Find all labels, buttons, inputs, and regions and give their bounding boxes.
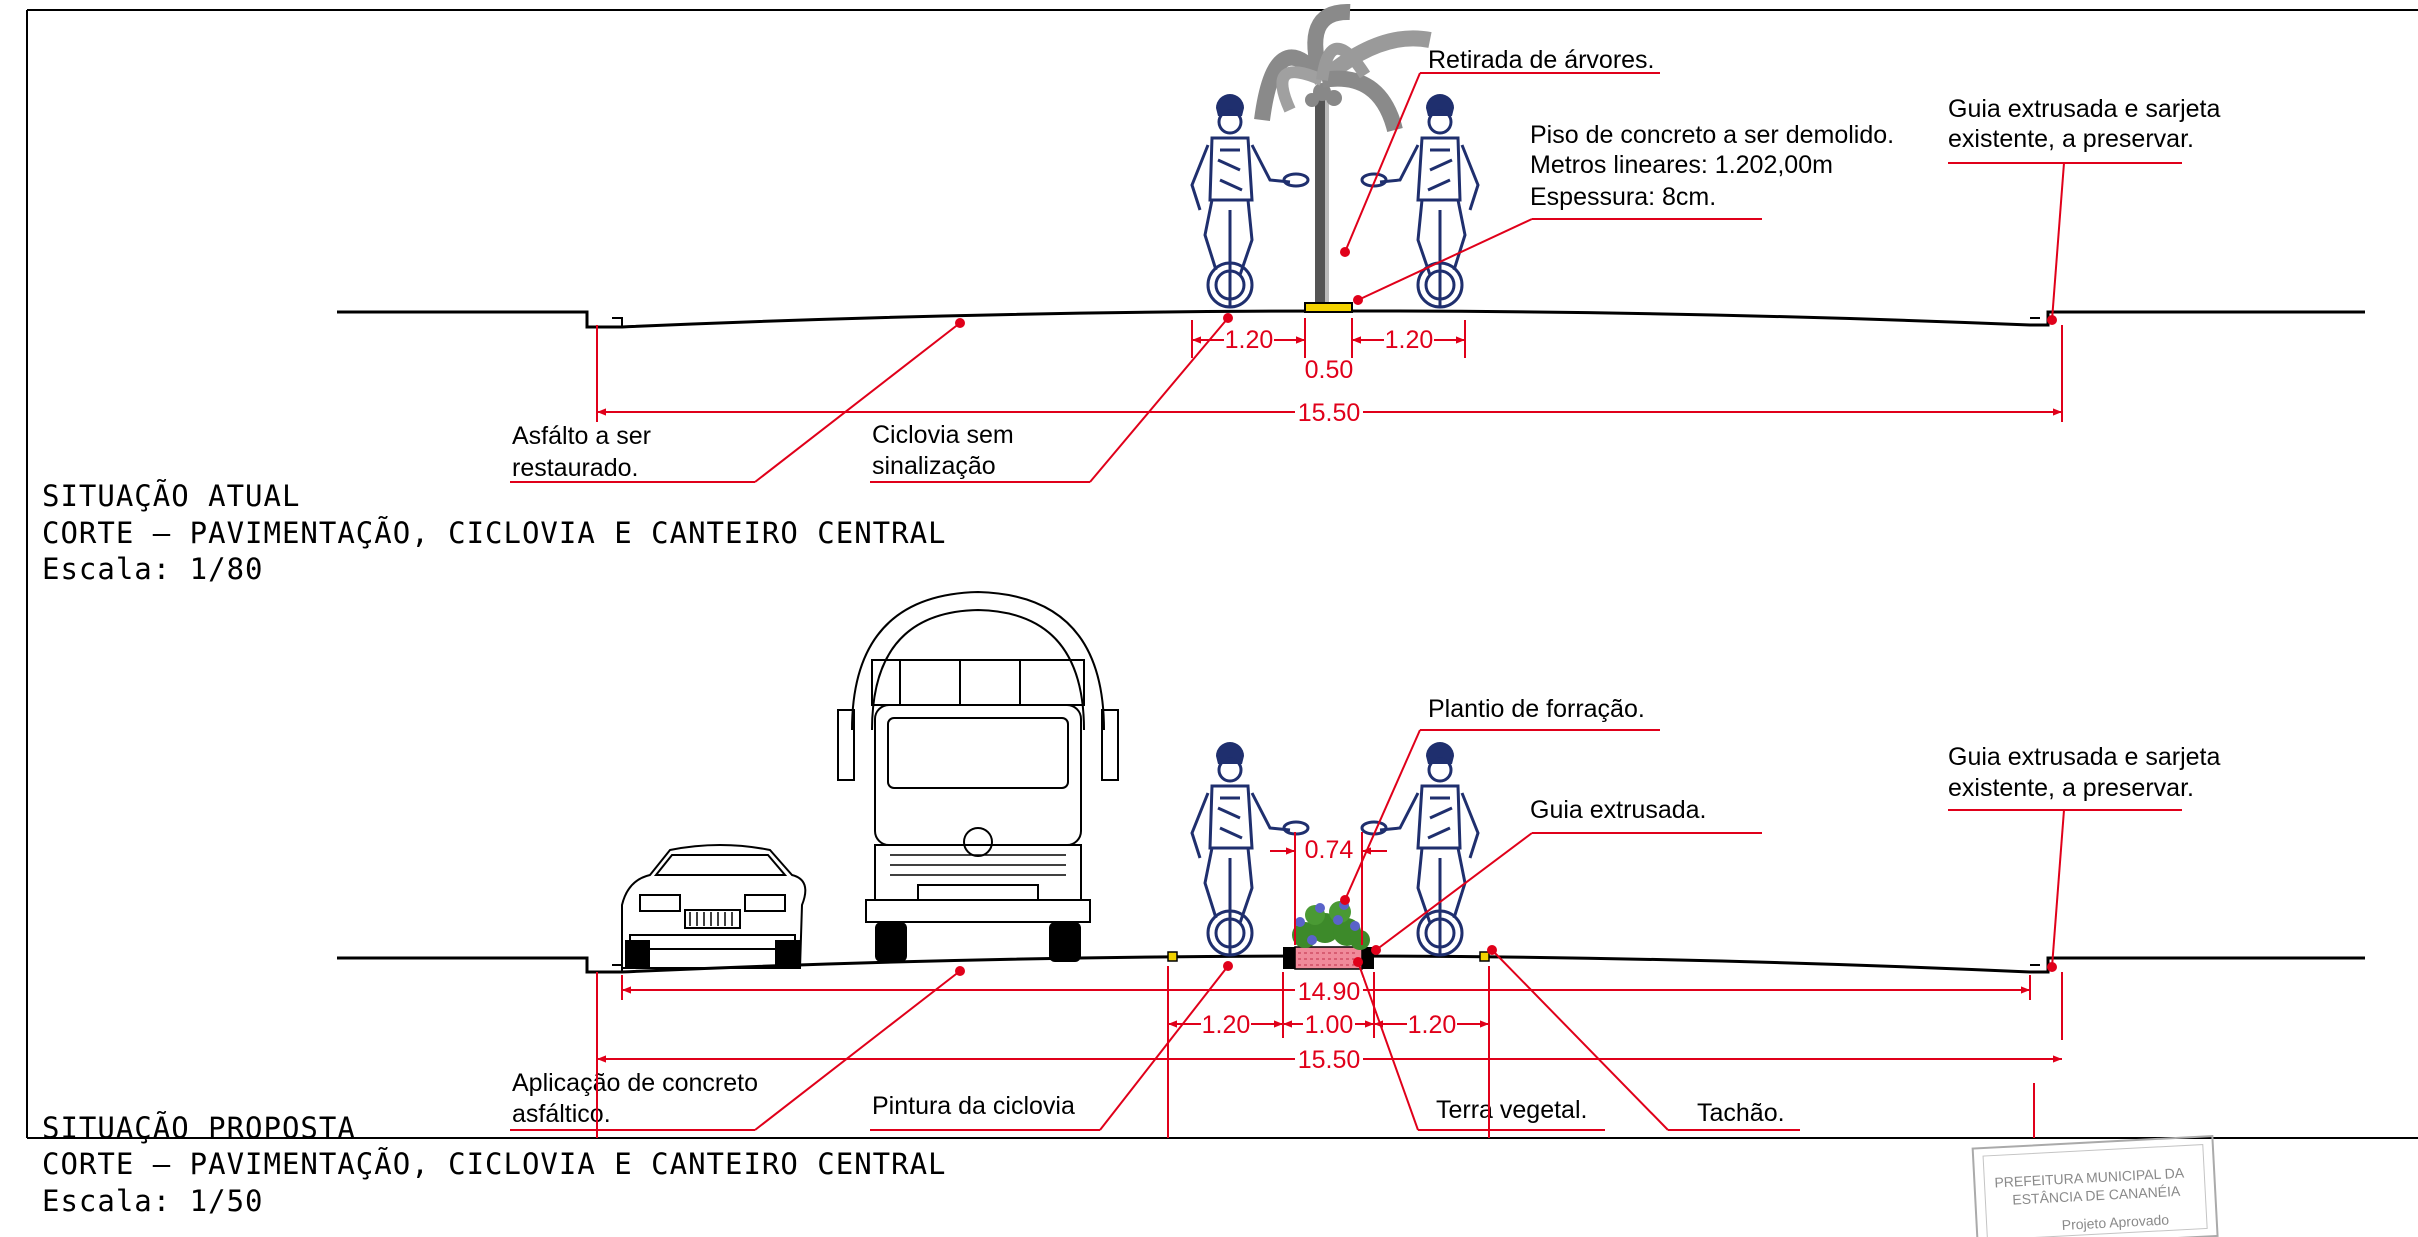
leader-dot [1353,957,1363,967]
leader-dot [955,966,965,976]
leader-line [1375,832,1533,951]
top-curbs [586,312,2049,327]
top-median-concrete [1304,302,1353,313]
label-mask [1295,398,1363,426]
annotation-asphalt-concrete-line1: Aplicação de concreto [512,1069,758,1097]
label-mask [1295,978,1363,1006]
section-title: SITUAÇÃO ATUAL [42,479,300,513]
leader-dot [1371,945,1381,955]
palm-tree-icon [1254,3,1432,305]
leader-line [1344,72,1421,253]
annotation-topsoil: Terra vegetal. [1436,1096,1587,1124]
tachao-left [1167,951,1178,962]
dimension-total: 15.50 [1298,1046,1361,1074]
annotation-asphalt-concrete-line2: asfáltico. [512,1100,611,1128]
truck-icon [837,590,1119,962]
dimension-inner: 14.90 [1298,978,1361,1006]
leader-dot [1340,247,1350,257]
leader-line [1491,949,1669,1131]
annotation-curb-preserve-line1: Guia extrusada e sarjeta [1948,95,2220,123]
dimension-median: 0.50 [1305,356,1354,384]
leader-line [2051,162,2065,321]
dimension-bike-right: 1.20 [1385,326,1434,354]
tachao-right [1479,951,1490,962]
bottom-section: Plantio de forração. Guia extrusada. Gui… [42,590,2365,1218]
section-subtitle: CORTE – PAVIMENTAÇÃO, CICLOVIA E CANTEIR… [42,1147,947,1181]
cyclist-icon [1360,92,1480,310]
leader-dot [1353,295,1363,305]
annotation-bikepath-line2: sinalização [872,452,996,480]
leader-line [754,970,961,1131]
leader-line [1344,729,1421,901]
cyclist-icon [1190,740,1310,958]
section-scale: Escala: 1/80 [42,552,264,586]
leader-dot [2047,315,2057,325]
median-planter [1283,900,1374,970]
annotation-bikepath-line1: Ciclovia sem [872,421,1014,449]
leader-dot [1223,313,1233,323]
annotation-asphalt-line1: Asfálto a ser [512,422,651,450]
label-mask [1407,1010,1457,1038]
annotation-concrete-floor-line3: Espessura: 8cm. [1530,183,1716,211]
annotation-asphalt-line2: restaurado. [512,454,638,482]
top-section: Retirada de árvores. Piso de concreto a … [42,3,2365,586]
leader-line [1357,218,1533,301]
leader-dot [2047,962,2057,972]
leader-dot [1340,895,1350,905]
leader-line [1089,317,1229,483]
label-mask [1201,1010,1251,1038]
leader-dot [1487,945,1497,955]
label-mask [1303,1010,1355,1038]
label-mask [1224,325,1274,353]
dimension-bike-right: 1.20 [1408,1011,1457,1039]
section-title: SITUAÇÃO PROPOSTA [42,1111,356,1145]
leader-dot [955,318,965,328]
annotation-curb-preserve-line2: existente, a preservar. [1948,125,2194,153]
leader-line [754,322,961,483]
stamp-text-line3: Projeto Aprovado [2061,1211,2169,1233]
annotation-curb-preserve-line1: Guia extrusada e sarjeta [1948,743,2220,771]
dimension-median-width: 0.74 [1305,836,1354,864]
label-mask [1384,325,1434,353]
dimension-bike-left: 1.20 [1225,326,1274,354]
dimension-median: 1.00 [1305,1011,1354,1039]
section-scale: Escala: 1/50 [42,1184,264,1218]
approval-stamp: PREFEITURA MUNICIPAL DA ESTÂNCIA DE CANA… [1971,1134,2219,1237]
car-icon [621,844,807,969]
cyclist-icon [1190,92,1310,310]
annotation-tree-removal: Retirada de árvores. [1428,46,1655,74]
label-mask [1295,1045,1363,1073]
annotation-bikepath-paint: Pintura da ciclovia [872,1092,1075,1120]
annotation-planting: Plantio de forração. [1428,695,1645,723]
dimension-total: 15.50 [1298,399,1361,427]
leader-dot [1223,961,1233,971]
annotation-concrete-floor-line1: Piso de concreto a ser demolido. [1530,121,1894,149]
annotation-curb-preserve-line2: existente, a preservar. [1948,774,2194,802]
annotation-road-stud: Tachão. [1697,1099,1785,1127]
section-subtitle: CORTE – PAVIMENTAÇÃO, CICLOVIA E CANTEIR… [42,516,947,550]
annotation-extruded-curb: Guia extrusada. [1530,796,1707,824]
leader-line [1357,961,1419,1131]
leader-line [2051,809,2065,968]
cyclist-icon [1360,740,1480,958]
dimension-bike-left: 1.20 [1202,1011,1251,1039]
annotation-concrete-floor-line2: Metros lineares: 1.202,00m [1530,151,1833,179]
